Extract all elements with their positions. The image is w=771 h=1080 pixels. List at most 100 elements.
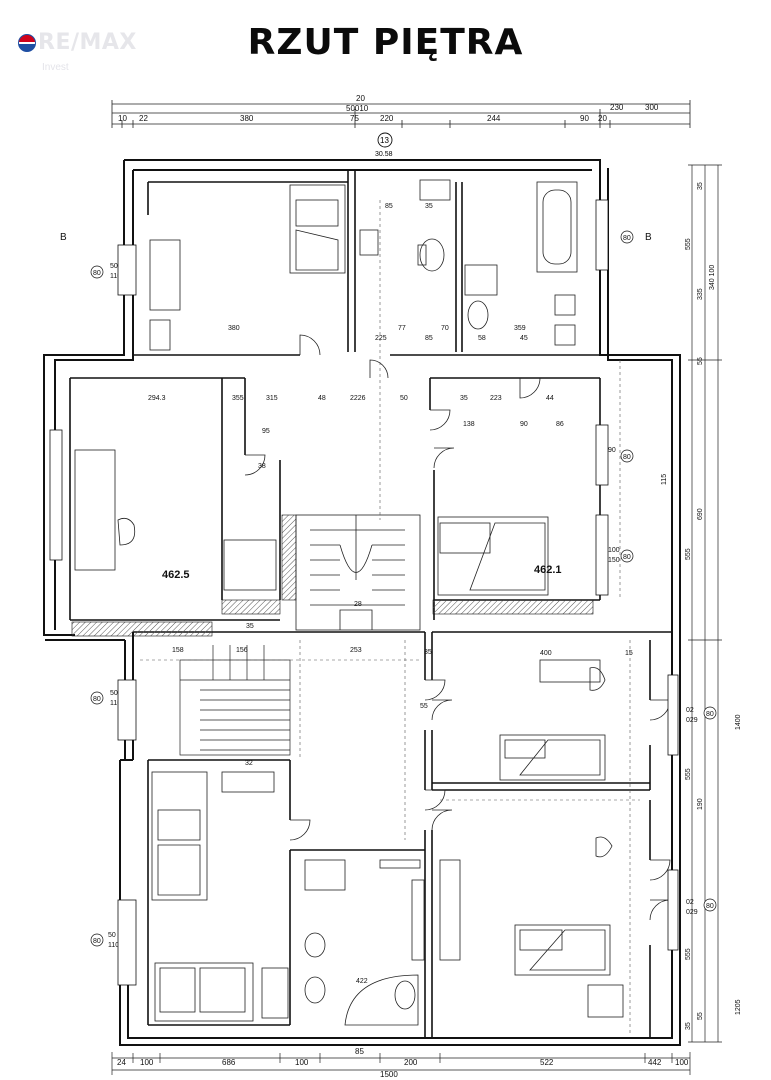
dim-label: 442: [648, 1058, 662, 1067]
dim-label: 359: [514, 325, 526, 332]
dim-label: 686: [222, 1058, 236, 1067]
dim-label: 15: [625, 650, 633, 657]
svg-text:80: 80: [706, 903, 714, 910]
dim-label: 20: [356, 94, 365, 103]
dim-label: 77: [398, 325, 406, 332]
dim-label: 86: [556, 421, 564, 428]
dim-label: 55: [697, 1012, 704, 1020]
bottom-dimension-labels: 24 100 686 100 85 200 522 442 100 1500: [117, 1047, 689, 1079]
section-marks: B B: [60, 232, 652, 243]
dim-label: 22: [139, 114, 148, 123]
dim-label: 138: [463, 421, 475, 428]
dim-label: 690: [697, 508, 704, 520]
logo-subtitle: Invest: [42, 62, 69, 73]
window-openings: [49, 199, 679, 986]
dashed-reference-lines: [140, 200, 640, 1035]
window-tag: 80 90: [608, 447, 634, 463]
dim-label: 10: [118, 114, 127, 123]
svg-text:50: 50: [110, 690, 118, 697]
svg-text:80: 80: [623, 554, 631, 561]
dim-label: 35: [685, 1022, 692, 1030]
dim-label: 156: [236, 647, 248, 654]
dim-label: 223: [490, 395, 502, 402]
room-area-left: 462.5: [162, 569, 190, 581]
dim-label: 100: [675, 1058, 689, 1067]
svg-text:50: 50: [108, 932, 116, 939]
room-area-labels: 462.5 462.1: [162, 564, 562, 581]
dim-label: 28: [354, 601, 362, 608]
section-mark-right: B: [645, 232, 652, 243]
dim-label: 1500: [380, 1070, 398, 1079]
dim-label: 190: [697, 798, 704, 810]
right-dimension-lines: [688, 164, 722, 1043]
dim-label: 100: [140, 1058, 154, 1067]
dim-label: 70: [441, 325, 449, 332]
window-tag: 80 50 110: [90, 263, 121, 280]
dim-label: 300: [645, 103, 659, 112]
dim-label: 355: [232, 395, 244, 402]
bed-right-lower: [514, 924, 624, 1018]
marker-number: 13: [380, 136, 389, 145]
dim-label: 100: [295, 1058, 309, 1067]
dim-label: 32: [245, 760, 253, 767]
svg-text:02: 02: [686, 899, 694, 906]
window-tags: 80 50 110 80 80 100 150 80 02 029: [90, 230, 717, 949]
dim-label: 422: [356, 978, 368, 985]
dim-label: 2226: [350, 395, 366, 402]
window-tag: 80 100 150: [608, 547, 634, 564]
svg-text:80: 80: [623, 235, 631, 242]
window-tag: 80: [620, 230, 634, 244]
stair-flight-lower: [179, 645, 291, 756]
dim-label: 380: [240, 114, 254, 123]
dim-label: 24: [117, 1058, 126, 1067]
window-tag: 80 02 029: [686, 898, 717, 916]
svg-text:150: 150: [608, 557, 620, 564]
window-tag: 80 50 110: [90, 932, 119, 949]
dim-label: 90: [520, 421, 528, 428]
bed-left-lower-2: [154, 962, 289, 1022]
svg-text:50: 50: [110, 263, 118, 270]
dim-label: 35: [246, 623, 254, 630]
interior-walls: [69, 170, 672, 1038]
dim-label: 294.3: [148, 395, 166, 402]
dim-label: 50010: [346, 104, 369, 113]
dim-label: 555: [685, 548, 692, 560]
room-area-right: 462.1: [534, 564, 562, 576]
balloon-icon: [18, 34, 36, 52]
svg-text:80: 80: [93, 270, 101, 277]
remax-logo: RE/MAX Invest: [18, 30, 148, 78]
dim-label: 50: [400, 395, 408, 402]
top-dimension-lines: [111, 100, 691, 128]
section-mark-left: B: [60, 232, 67, 243]
logo-brand: RE/MAX: [38, 30, 137, 55]
window-tag: 80 02 029: [686, 706, 717, 724]
svg-text:110: 110: [108, 942, 119, 949]
dim-label: 20: [598, 114, 607, 123]
bathroom-upper: [359, 179, 578, 346]
dim-label: 44: [546, 395, 554, 402]
section-marker-13: 13 30.58: [375, 132, 393, 158]
dim-label: 35: [424, 649, 432, 656]
bathroom-lower: [304, 859, 461, 1026]
dim-label: 90: [580, 114, 589, 123]
dim-label: 48: [318, 395, 326, 402]
svg-text:029: 029: [686, 909, 698, 916]
svg-text:110: 110: [110, 273, 121, 280]
dim-label: 1205: [735, 999, 742, 1015]
dim-label: 230: [610, 103, 624, 112]
svg-text:80: 80: [93, 938, 101, 945]
dim-label: 340 100: [709, 265, 716, 290]
svg-text:029: 029: [686, 717, 698, 724]
right-dimension-labels: 35 555 335 340 100 55 115 690 555 1400 1…: [661, 182, 742, 1030]
dim-label: 95: [262, 428, 270, 435]
desks-and-chairs: [74, 239, 613, 858]
dim-label: 244: [487, 114, 501, 123]
svg-text:90: 90: [608, 447, 616, 454]
dim-label: 555: [685, 238, 692, 250]
dim-label: 85: [425, 335, 433, 342]
svg-text:110: 110: [110, 700, 121, 707]
dim-label: 225: [375, 335, 387, 342]
dim-label: 115: [661, 474, 668, 485]
bed-left-lower-1: [151, 771, 275, 901]
